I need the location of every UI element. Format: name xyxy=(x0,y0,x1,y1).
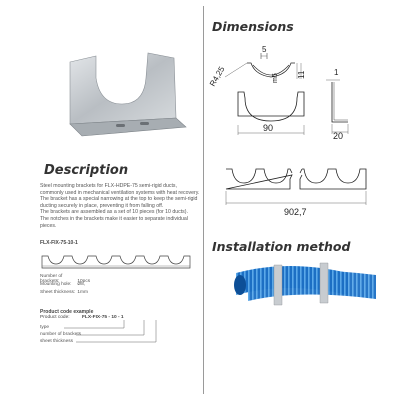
product-code-row: Product code: FLX-FIX-75 - 10 - 1 xyxy=(40,315,124,320)
description-line: The notches in the brackets make it easi… xyxy=(40,215,188,222)
legend-type: type xyxy=(40,325,50,330)
product-code-leaders xyxy=(64,320,157,343)
product-code-label: Product code: xyxy=(40,315,70,320)
spec-key: Mounting hole: xyxy=(40,282,72,287)
legend-thickness: sheet thickness xyxy=(40,339,74,344)
dim-902: 902,7 xyxy=(284,207,307,217)
spec-row: Sheet thickness: 1mm xyxy=(40,290,88,295)
spec-key: Number of brackets: xyxy=(40,274,63,284)
legend-brackets: number of brackets xyxy=(40,332,82,337)
description-line: commonly used in mechanical ventilation … xyxy=(40,189,200,196)
installation-title: Installation method xyxy=(212,239,351,254)
description-line: pieces. xyxy=(40,222,57,229)
spec-row: Number of brackets: 10pcs xyxy=(40,274,90,284)
installation-photo xyxy=(234,262,376,306)
dimension-drawing-strip: 902,7 xyxy=(225,168,367,217)
product-code-value: FLX-FIX-75 - 10 - 1 xyxy=(82,315,124,320)
dimensions-title: Dimensions xyxy=(212,19,294,34)
bracket-photo xyxy=(69,52,187,137)
description-line: Steel mounting brackets for FLX-HDPE-75 … xyxy=(40,183,177,189)
spec-key: Sheet thickness: xyxy=(40,290,76,295)
product-code-title: Product code example xyxy=(40,309,94,315)
dim-90: 90 xyxy=(263,123,273,133)
dim-20: 20 xyxy=(333,131,343,141)
dim-m5: m5 xyxy=(272,73,279,83)
spec-row: Mounting hole: Ø8, xyxy=(40,282,85,287)
dimension-drawing-side: 1 20 xyxy=(326,68,349,141)
dim-r: R4,25 xyxy=(208,65,227,88)
bracket-strip-drawing xyxy=(41,255,191,269)
spec-value: Ø8, xyxy=(77,282,86,287)
description-text: Steel mounting brackets for FLX-HDPE-75 … xyxy=(40,183,200,229)
description-line: The bracket has a special narrowing at t… xyxy=(40,196,198,203)
description-line: The brackets are assembled as a set of 1… xyxy=(40,209,188,216)
dimension-drawing-front: 5 R4,25 m5 11 90 xyxy=(208,45,306,135)
description-title: Description xyxy=(44,163,129,178)
dim-1: 1 xyxy=(334,68,339,77)
column-divider xyxy=(203,6,204,394)
spec-value: 10pcs xyxy=(77,279,91,284)
model-label: FLX-FIX-75-10-1 xyxy=(40,240,78,246)
description-line: ducting securely in place, preventing it… xyxy=(40,202,164,209)
dim-5: 5 xyxy=(262,45,267,54)
spec-value: 1mm xyxy=(77,290,89,295)
dim-11: 11 xyxy=(297,70,306,79)
